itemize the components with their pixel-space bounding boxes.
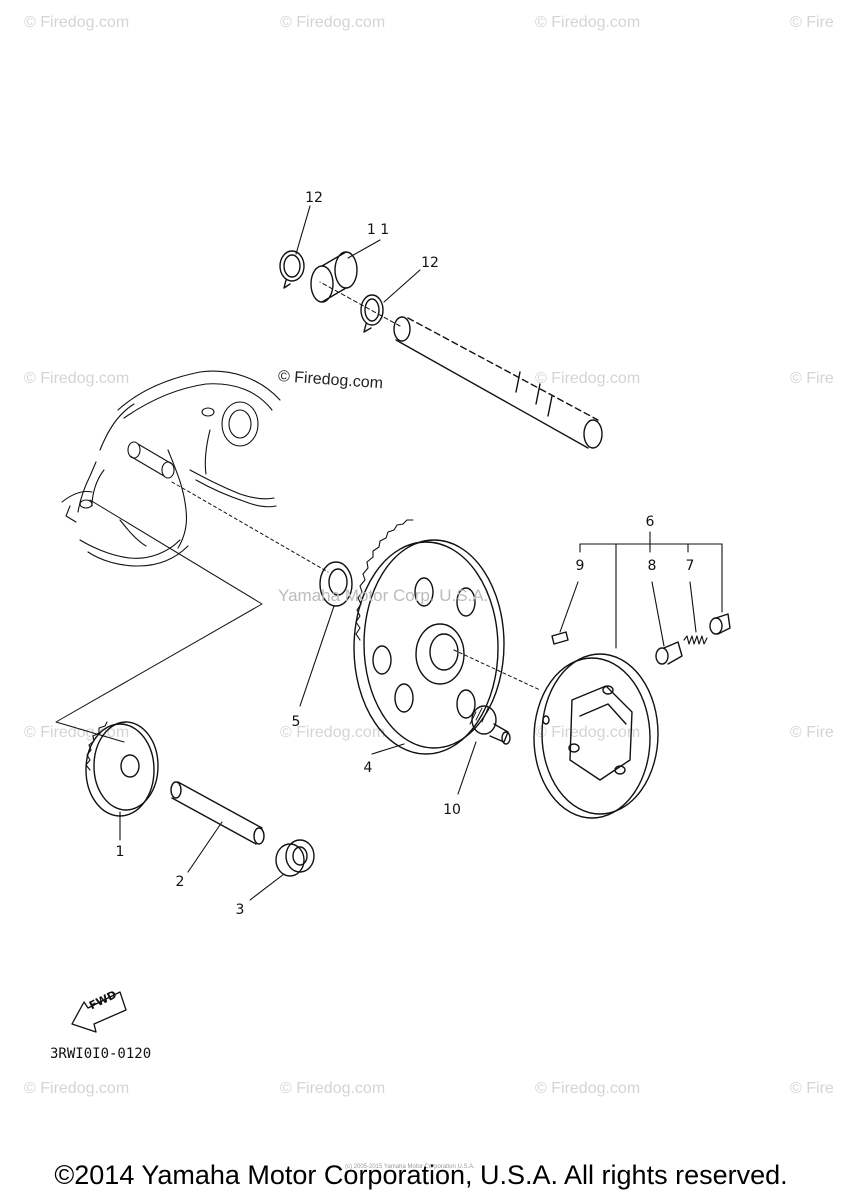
watermark: © Fire: [790, 1080, 834, 1097]
callout-12b: 12: [421, 255, 439, 271]
callout-5: 5: [291, 714, 301, 730]
callout-7: 7: [685, 558, 695, 574]
callout-12a: 12: [305, 190, 323, 206]
starter-shaft: [393, 316, 603, 449]
callout-11: 1 1: [366, 222, 390, 238]
watermark: © Firedog.com: [24, 1080, 130, 1097]
callout-4: 4: [363, 760, 373, 776]
watermark: © Firedog.com: [24, 14, 130, 31]
fine-print: (c) 2005-2015 Yamaha Motor Corporation U…: [345, 1164, 475, 1170]
pin-9: [551, 631, 569, 645]
washer-5: [319, 561, 353, 607]
circlip-12a: [279, 250, 305, 289]
callout-9: 9: [575, 558, 585, 574]
collar-3: [275, 839, 315, 877]
crankcase-outline: [61, 370, 281, 567]
watermark: © Fire: [790, 14, 834, 31]
callout-leaders: [119, 205, 697, 901]
callout-2: 2: [175, 874, 185, 890]
watermark: © Firedog.com: [535, 724, 641, 741]
callout-10: 10: [443, 802, 461, 818]
diagram-code: 3RWI0I0-0120: [50, 1046, 152, 1062]
bushing-11: [310, 251, 358, 303]
watermark: © Firedog.com: [280, 14, 386, 31]
watermark: © Fire: [790, 370, 834, 387]
bolt-10: [469, 705, 511, 745]
watermark: © Fire: [790, 724, 834, 741]
idler-gear-1: [85, 721, 159, 817]
callout-8: 8: [647, 558, 657, 574]
watermark: © Firedog.com: [280, 1080, 386, 1097]
cap-7: [709, 613, 731, 635]
clutch-housing-6: [533, 653, 659, 819]
fwd-arrow-icon: [71, 991, 127, 1033]
callout-6: 6: [645, 514, 655, 530]
callout-3: 3: [235, 902, 245, 918]
circlip-12b: [360, 294, 384, 333]
watermark: © Firedog.com: [24, 370, 130, 387]
watermark: © Firedog.com: [535, 14, 641, 31]
plunger-8: [655, 641, 683, 665]
callout-1: 1: [115, 844, 125, 860]
watermark: © Firedog.com: [280, 724, 386, 741]
assembly-lines: [55, 281, 541, 743]
spring-7: [683, 635, 708, 645]
group-6-bracket: [579, 531, 723, 649]
overlay-watermark: Yamaha Motor Corp. U.S.A.: [278, 586, 489, 605]
watermark: © Firedog.com: [535, 370, 641, 387]
starter-gear-4: [353, 519, 505, 755]
copyright-footer: ©2014 Yamaha Motor Corporation, U.S.A. A…: [54, 1160, 788, 1190]
watermark: © Firedog.com: [535, 1080, 641, 1097]
shaft-2: [170, 781, 265, 845]
